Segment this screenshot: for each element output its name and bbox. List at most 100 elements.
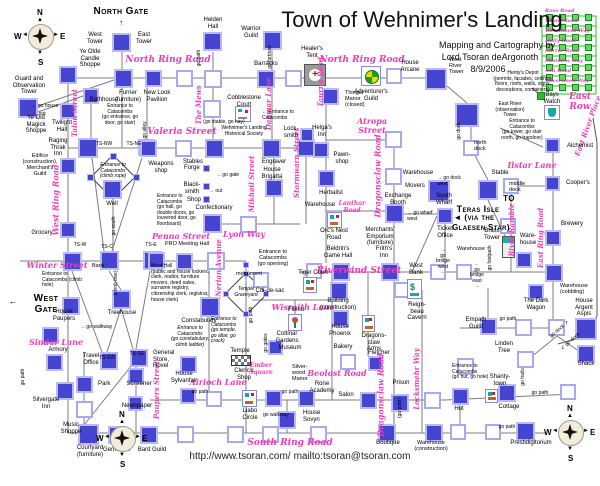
room-square	[498, 384, 516, 402]
place-label: go path	[248, 306, 255, 324]
room-square	[575, 318, 597, 340]
room-square	[180, 356, 197, 373]
tavern-icon	[242, 390, 257, 407]
gate-label: West Gate	[33, 293, 59, 316]
street-label: Ilstar Lane	[507, 160, 557, 170]
room-square	[278, 411, 296, 429]
room-square-outline	[76, 401, 93, 418]
place-label: Twilight Hall	[51, 120, 73, 133]
room-square-outline	[515, 319, 532, 336]
room-square	[100, 352, 118, 370]
street-label: North Ring Road	[125, 55, 211, 65]
room-square	[59, 66, 77, 84]
road-line	[106, 307, 122, 353]
place-label: Armory	[48, 347, 68, 353]
place-label: Cul-de-sac	[255, 288, 285, 294]
street-label: Dragonsclaw Road	[372, 134, 383, 218]
road-line	[79, 359, 137, 431]
east-row-street-label: Silverwood Way	[545, 78, 589, 84]
east-row-house-node	[572, 74, 579, 81]
place-label: middle dock	[509, 181, 526, 194]
room-square-outline	[285, 70, 302, 87]
place-label: House Sovyn	[303, 410, 321, 423]
room-square	[62, 297, 80, 315]
room-square	[112, 33, 131, 52]
east-row-house-node	[572, 24, 579, 31]
place-label: Silver- wood Manor	[292, 364, 308, 383]
tent-icon: +	[304, 64, 326, 86]
place-label: Treehouse	[107, 310, 137, 316]
room-square	[100, 251, 119, 270]
place-label: Warrior Guild	[241, 26, 261, 39]
place-label: Courtyard (furniture)	[76, 445, 104, 458]
place-label: Park	[98, 381, 111, 387]
room-square	[223, 291, 229, 297]
place-label: Shack	[577, 361, 595, 367]
place-label: monument	[236, 271, 262, 277]
room-square	[577, 345, 595, 363]
east-row-house-node	[585, 84, 592, 91]
place-label: → go bridge west ←	[436, 247, 450, 276]
room-square-outline	[310, 426, 327, 443]
east-row-house-node	[546, 34, 553, 41]
street-label: Airioch Lane	[189, 377, 247, 387]
place-label: Stable	[491, 170, 509, 176]
money-icon: $	[407, 279, 422, 299]
tavern-icon	[327, 212, 342, 228]
place-label: Hut	[454, 406, 464, 412]
street-label: Beolost Road	[307, 368, 367, 378]
place-label: Bank	[92, 263, 105, 269]
tavern-icon	[362, 315, 375, 332]
place-label: Entrance to Catacombs (go hut, go hole)	[452, 363, 489, 381]
room-square	[103, 180, 122, 199]
room-square	[545, 230, 561, 246]
place-label: Helden Hall	[203, 17, 223, 30]
room-square-outline	[503, 178, 519, 194]
room-square	[203, 214, 222, 233]
street-label: East Row	[569, 92, 591, 113]
place-label: House Brigatta	[261, 167, 283, 180]
place-label: Entrance to Catacombs (go tower, go stai…	[501, 118, 543, 141]
place-label: → go gate	[216, 172, 240, 178]
room-square	[140, 140, 157, 157]
room-square-outline	[457, 358, 474, 375]
east-row-house-node	[559, 34, 566, 41]
room-square	[243, 271, 249, 277]
place-label: ↑	[119, 18, 123, 27]
catacomb-diamond	[90, 154, 136, 200]
place-label: Florist	[287, 307, 305, 313]
room-square-outline	[500, 218, 516, 234]
place-label: Well	[106, 201, 118, 207]
east-row-house-node	[585, 24, 592, 31]
east-row-house-node	[585, 74, 592, 81]
place-label: Bathhouse	[89, 97, 119, 103]
place-label: Temple	[230, 348, 250, 354]
tower-icon	[502, 236, 515, 258]
place-label: go path	[498, 424, 516, 430]
room-square	[480, 318, 497, 335]
road-line	[499, 127, 544, 148]
room-square	[110, 153, 117, 160]
place-label: TS-SW	[98, 355, 116, 361]
place-label: → go wharf west	[407, 210, 433, 222]
place-label: Engraver	[261, 159, 287, 165]
room-square-outline	[385, 168, 402, 185]
room-square	[112, 290, 131, 309]
room-square	[243, 311, 249, 317]
place-label: go path	[20, 368, 27, 386]
room-square	[391, 394, 409, 412]
place-label: Beldrin's Game Hall	[323, 246, 353, 259]
place-label: Entrance to Catacombs (go temple, go alt…	[211, 316, 237, 345]
room-square-outline	[548, 319, 565, 336]
place-label: Coltinar Gardens	[275, 331, 299, 344]
east-row-house-node	[559, 14, 566, 21]
street-label: Locksmehr Way	[412, 348, 422, 410]
east-row-house-node	[559, 54, 566, 61]
east-row-house-node	[546, 74, 553, 81]
room-square	[128, 368, 144, 384]
room-square	[128, 396, 143, 411]
street-label: North Ring Road	[319, 55, 405, 65]
east-row-house-node	[546, 84, 553, 91]
gate-label: Glaesen Star)	[452, 223, 510, 232]
